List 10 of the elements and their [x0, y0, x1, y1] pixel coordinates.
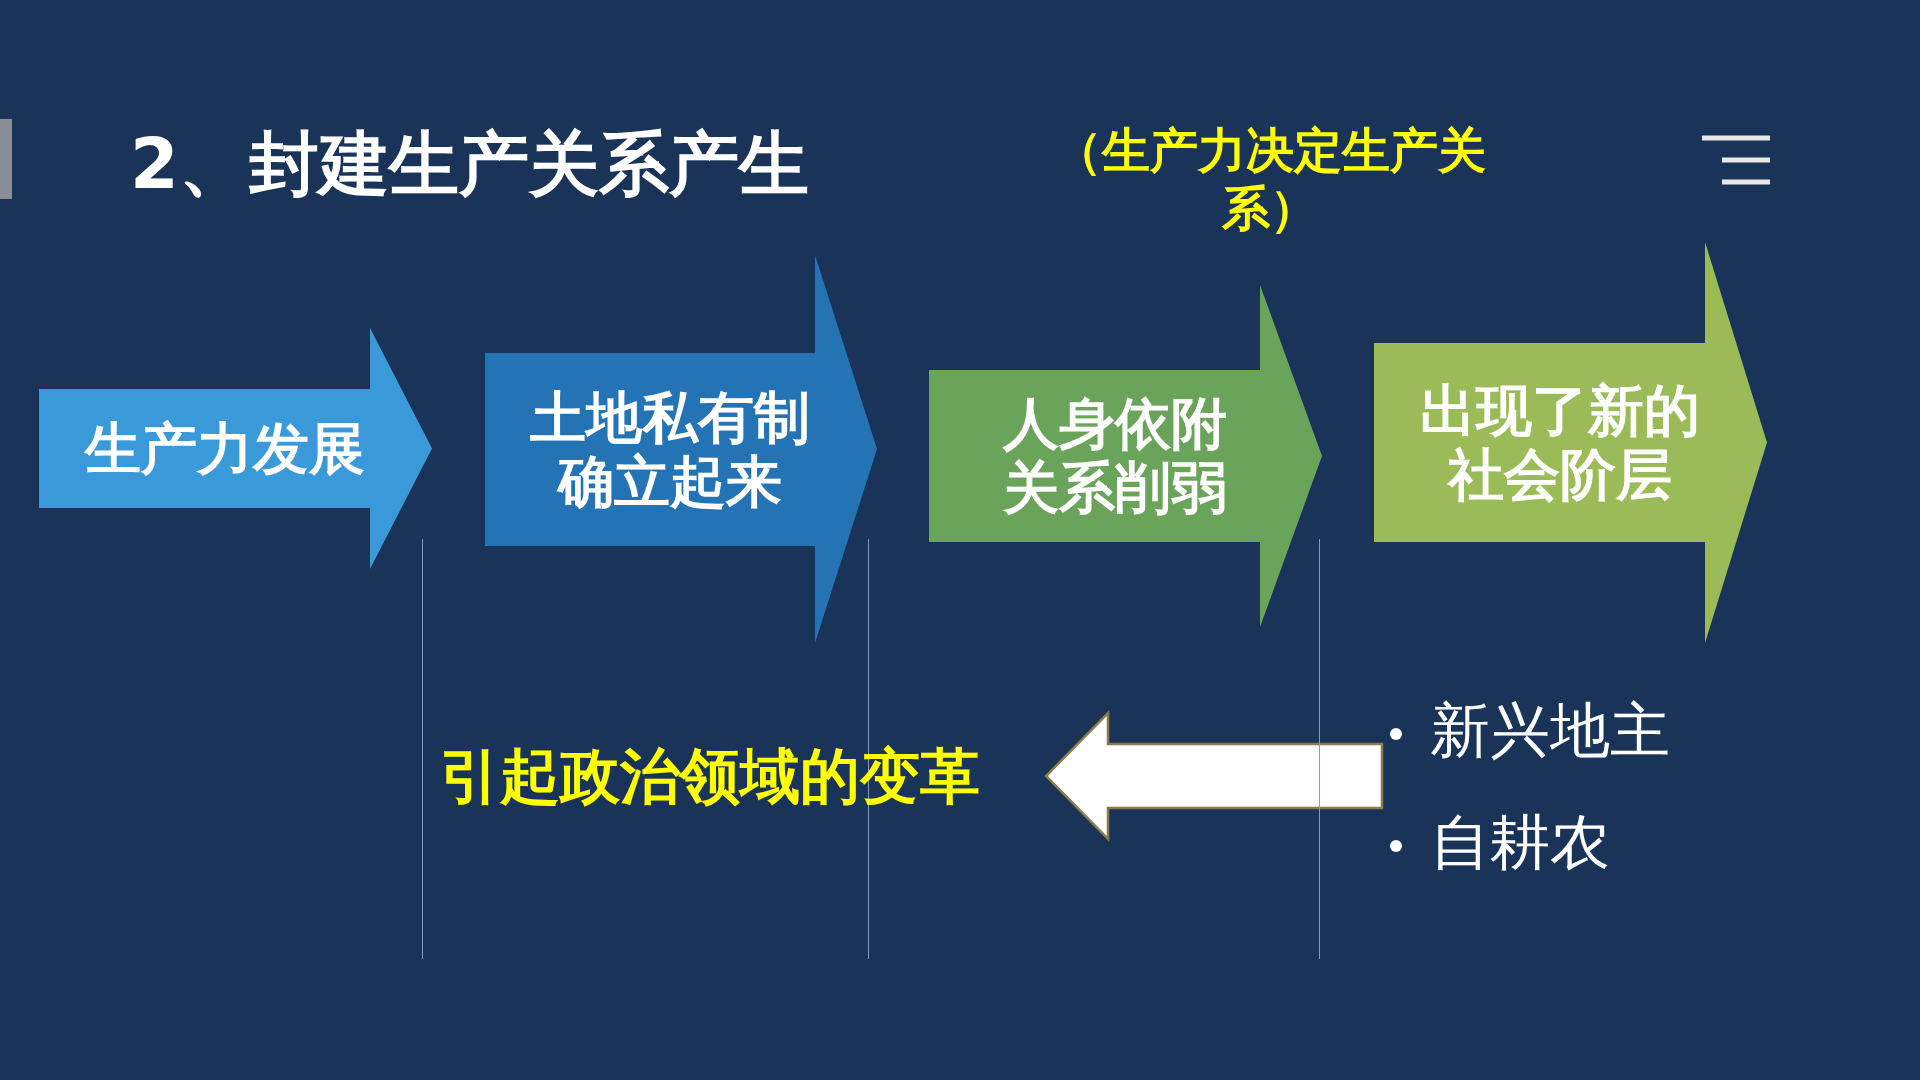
bullet-item: 新兴地主	[1390, 700, 1810, 760]
step-label: 土地私有制确立起来	[529, 385, 811, 514]
step-label: 人身依附关系削弱	[1001, 391, 1228, 521]
step-label: 出现了新的社会阶层	[1418, 378, 1701, 507]
step-label: 生产力发展	[83, 416, 366, 481]
title: 2、封建生产关系产生	[130, 122, 809, 207]
block-arrow	[1044, 709, 1384, 843]
result-text: 引起政治领域的变革	[440, 740, 981, 812]
note-text: （生产力决定生产关系）	[1053, 122, 1487, 238]
bullet-item: 自耕农	[1390, 812, 1810, 872]
